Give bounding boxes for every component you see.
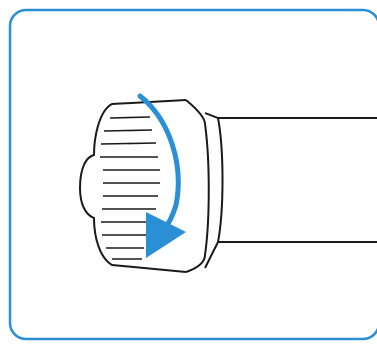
tube-body: [204, 112, 377, 269]
cap-collar: [185, 99, 210, 273]
cap-ridges: [100, 116, 160, 260]
card-border: [8, 8, 377, 341]
cap-outline: [78, 99, 187, 273]
rotation-arrow-head: [146, 212, 186, 258]
rotation-arrow: [137, 93, 186, 258]
